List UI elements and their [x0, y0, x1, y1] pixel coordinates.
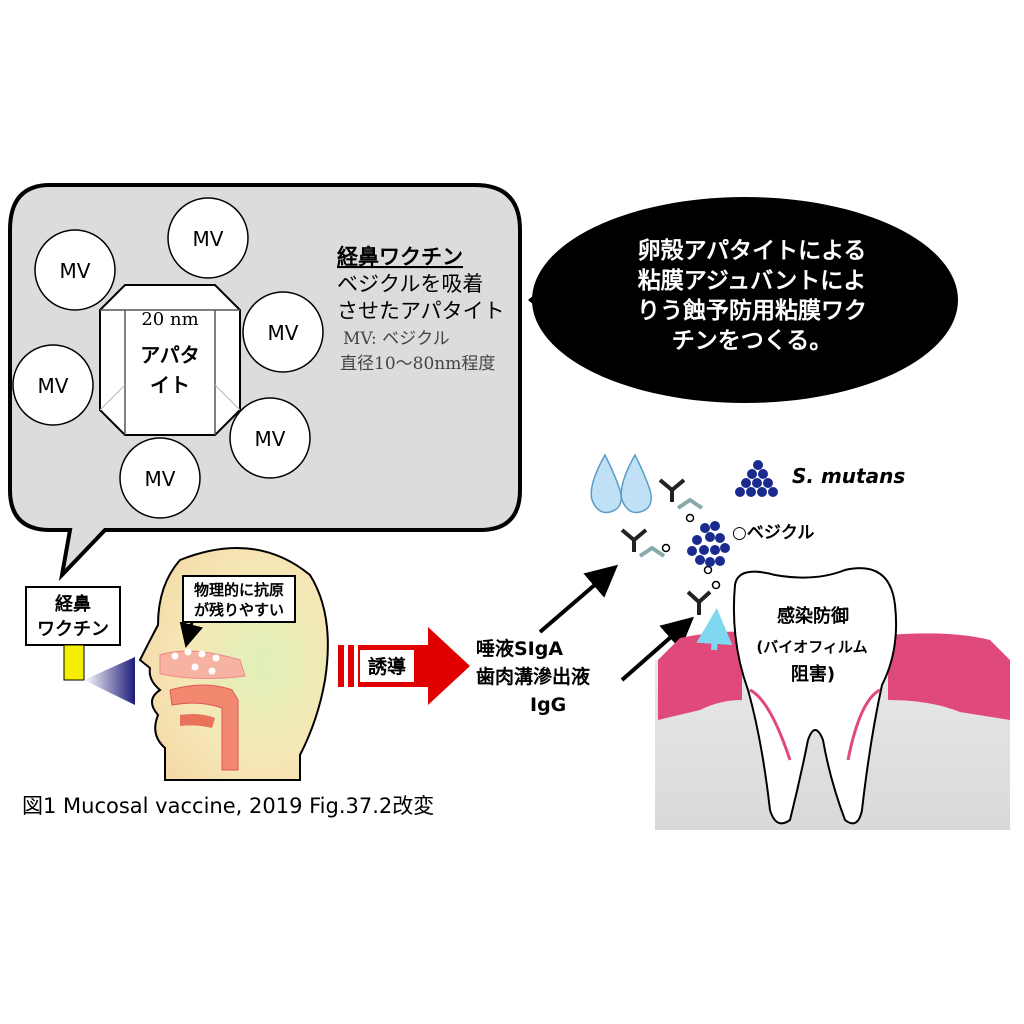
induction-label: 誘導 — [368, 655, 406, 678]
antigen-note-box — [182, 575, 296, 623]
defense-arrow — [696, 608, 733, 651]
antibody-igg — [686, 590, 712, 615]
callout-line1: 卵殻アパタイトによる — [638, 238, 867, 264]
vesicle-legend-label: ○ベジクル — [732, 523, 814, 543]
bubble-desc-line1: ベジクルを吸着 — [337, 272, 483, 296]
gum-left — [658, 631, 742, 720]
crystal-size-label: 20 nm — [141, 309, 198, 330]
bubble-title: 経鼻ワクチン — [337, 245, 463, 269]
callout-line3: りう蝕予防用粘膜ワク — [637, 297, 867, 324]
saliva-droplets — [590, 453, 652, 514]
callout-ellipse — [532, 197, 958, 403]
nozzle — [63, 644, 85, 681]
vesicle-label-5: MV — [255, 427, 286, 451]
vesicle-1 — [34, 229, 116, 311]
vesicle-label-4: MV — [38, 374, 69, 398]
droplet-1 — [590, 453, 622, 514]
vesicle-2 — [167, 197, 249, 279]
arrow-to-igg — [620, 616, 695, 682]
s-mutans-cluster — [687, 521, 730, 567]
vesicle-dots — [661, 513, 721, 590]
antigen-pointer-arrow — [179, 621, 204, 648]
defense-line1: 感染防御 — [777, 605, 849, 627]
vesicle-5 — [229, 397, 311, 479]
callout-line2: 粘膜アジュバントによ — [638, 268, 867, 294]
induction-arrow — [338, 627, 470, 705]
vesicle-label-6: MV — [145, 467, 176, 491]
tooth-diagram — [655, 567, 1010, 830]
gum-right — [888, 633, 1010, 720]
crystal-label-line2: イト — [150, 373, 190, 397]
crystal-label-line1: アパタ — [140, 343, 200, 367]
nasal-vaccine-label-line2: ワクチン — [37, 619, 109, 640]
vesicle-3 — [242, 291, 324, 373]
callout-line4: チンをつくる。 — [672, 328, 833, 354]
saliva-siga-label: 唾液SIgA — [476, 637, 563, 660]
bubble-note-line1: MV: ベジクル — [343, 329, 450, 349]
bubble-desc-line2: させたアパタイト — [337, 299, 505, 323]
apatite-crystal — [99, 284, 241, 436]
nasal-vaccine-label-line1: 経鼻 — [55, 593, 91, 615]
vesicle-6 — [119, 437, 201, 519]
vesicle-label-1: MV — [60, 259, 91, 283]
antigen-note-line1: 物理的に抗原 — [194, 581, 284, 599]
figure-caption: 図1 Mucosal vaccine, 2019 Fig.37.2改変 — [22, 794, 434, 818]
defense-line3: 阻害) — [791, 663, 835, 685]
defense-line2: (バイオフィルム — [756, 638, 867, 656]
s-mutans-legend-cluster — [735, 460, 778, 497]
gcf-label: 歯肉溝滲出液 — [476, 665, 591, 688]
vesicle-label-3: MV — [268, 321, 299, 345]
droplet-2 — [620, 453, 652, 514]
tooth — [732, 567, 898, 825]
igg-label: IgG — [530, 694, 566, 716]
arrow-to-siga — [538, 564, 619, 634]
callout — [528, 197, 958, 403]
vesicle-group — [12, 197, 324, 519]
bubble-note-line2: 直径10～80nm程度 — [340, 354, 495, 374]
vesicle-4 — [12, 344, 94, 426]
vesicle-label-2: MV — [193, 227, 224, 251]
antibody-siga-dimer — [620, 478, 704, 558]
antigen-note-line2: が残りやすい — [194, 601, 284, 619]
spray-cone — [84, 657, 135, 705]
s-mutans-label: S. mutans — [792, 464, 905, 488]
